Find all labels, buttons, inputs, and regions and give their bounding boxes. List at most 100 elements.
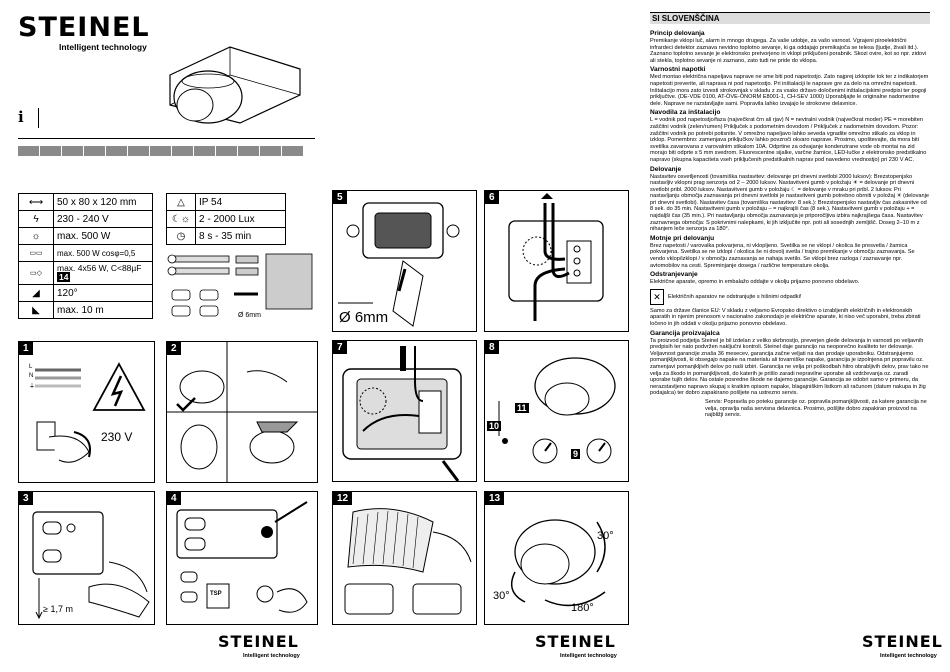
swivel-angle-image — [510, 519, 606, 607]
section-title: Motnje pri delovanju — [650, 234, 715, 242]
spec-row: ▭◇max. 4x56 W, C<88µF 14 — [18, 261, 153, 285]
step-panel-8: 8 10 11 9 — [484, 340, 629, 482]
footer-tagline-right: Intelligent technology — [880, 653, 937, 659]
footer-tagline-middle: Intelligent technology — [560, 653, 617, 659]
step-panel-4: 4 TSP — [166, 491, 318, 625]
step-number: 6 — [485, 191, 499, 204]
brand-tagline: Intelligent technology — [59, 42, 147, 52]
footer-logo-left: STEINEL — [218, 632, 299, 651]
section-body: Brez napetosti / varovalka pokvarjena, n… — [650, 242, 915, 269]
info-icon: i — [18, 108, 24, 126]
spec-row: △IP 54 — [166, 193, 286, 211]
screws-dowels-image — [167, 253, 313, 317]
section-title: Navodila za inštalacijo — [650, 109, 721, 117]
header-rule — [18, 138, 315, 139]
callout-9: 9 — [571, 449, 581, 459]
section-body: Ta proizvod podjetja Steinel je bil izde… — [650, 337, 929, 397]
sensor-product-image — [169, 46, 301, 124]
section-body: Premikanje vklopi luč, alarm in mnogo dr… — [650, 38, 927, 64]
spec-row: ▭▭max. 500 W cosφ=0,5 — [18, 244, 153, 262]
step-panel-2: 2 — [166, 341, 318, 483]
step-number: 7 — [333, 341, 347, 354]
height-label: ≥ 1,7 m — [43, 604, 73, 614]
disposal-notice: ✕ Električnih aparatov ne odstranjujte s… — [650, 288, 930, 305]
section-body: L = vodnik pod napetostjo/faza (največkr… — [650, 117, 927, 163]
spec-table-right: △IP 54 ☾☼2 - 2000 Lux ◷8 s - 35 min — [166, 193, 286, 245]
step-number: 8 — [485, 341, 499, 354]
angle-icon: ◢ — [18, 284, 54, 302]
note-badge: 14 — [57, 272, 71, 282]
spec-row: ☾☼2 - 2000 Lux — [166, 210, 286, 228]
step-panel-13: 13 30° 30° 180° — [484, 491, 629, 625]
step-panel-7: 7 — [332, 340, 477, 482]
bulb-icon: ☼ — [18, 227, 54, 245]
wiring-surface-image — [342, 346, 462, 481]
clock-icon: ◷ — [166, 227, 196, 245]
led-icon: ▭◇ — [18, 261, 54, 285]
disposal-text: Električnih aparatov ne odstranjujte s h… — [668, 293, 802, 300]
step-number: 13 — [485, 492, 505, 505]
wiring-voltage-image — [35, 362, 146, 463]
section-body: Električne aparate, opremo in embalažo o… — [650, 279, 860, 286]
tsp-label: TSP — [210, 591, 222, 597]
range-icon: ◣ — [18, 301, 54, 319]
step-panel-3: 3 ≥ 1,7 m — [18, 491, 155, 625]
section-title: Delovanje — [650, 165, 682, 173]
brand-logo: STEINEL — [18, 12, 150, 43]
wall-mount-image — [32, 511, 150, 620]
wire-label-n: N — [29, 373, 34, 379]
angle-180: 180° — [571, 602, 594, 614]
step-panel-1: 1 L N ⏚ 230 V — [18, 341, 155, 483]
step-number: 1 — [19, 342, 33, 355]
section-title: Princip delovanja — [650, 30, 705, 37]
middle-page: 5 Ø 6mm 6 7 — [330, 0, 635, 672]
moon-sun-icon: ☾☼ — [166, 210, 196, 228]
mounting-orientation-image — [167, 342, 317, 482]
settings-dials-image — [498, 357, 616, 464]
section-title: Garancija proizvajalca — [650, 329, 720, 337]
step-number: 3 — [19, 492, 33, 505]
crossed-bin-icon: ✕ — [650, 288, 664, 305]
angle-30-top: 30° — [597, 530, 614, 542]
section-body: Nastavitev osvetljenosti (tovarniška nas… — [650, 173, 929, 233]
voltage-label: 230 V — [101, 430, 133, 444]
service-text: Servis: Popravila po poteku garancije oz… — [705, 398, 927, 419]
dimensions-icon: ⟷ — [18, 193, 54, 211]
footer-logo-right: STEINEL — [862, 632, 943, 651]
fluorescent-icon: ▭▭ — [18, 244, 54, 262]
language-heading: SI SLOVENŠČINA — [650, 12, 930, 24]
section-body: Samo za države članice EU: V skladu z ve… — [650, 307, 921, 327]
step-number: 4 — [167, 492, 181, 505]
wiring-flush-image — [508, 193, 604, 321]
section-title: Odstranjevanje — [650, 271, 698, 279]
cover-stickers-image — [344, 508, 472, 615]
callout-11: 11 — [515, 403, 529, 413]
step-panel-6: 6 — [484, 190, 629, 332]
spec-row: ◷8 s - 35 min — [166, 227, 286, 245]
right-page: SI SLOVENŠČINA Princip delovanja Premika… — [650, 12, 930, 637]
footer-tagline-left: Intelligent technology — [243, 653, 300, 659]
ip-icon: △ — [166, 193, 196, 211]
step-number: 2 — [167, 342, 181, 355]
spec-row: ⟷50 x 80 x 120 mm — [18, 193, 153, 211]
drill-knockout-image — [338, 202, 460, 327]
angle-30-bottom: 30° — [493, 590, 510, 602]
drill-size-small: Ø 6mm — [238, 312, 261, 319]
drill-holes-image — [176, 501, 308, 613]
language-tabs — [18, 143, 318, 161]
step-panel-5: 5 Ø 6mm — [332, 190, 477, 332]
info-box: i — [18, 108, 39, 128]
step-panel-12: 12 — [332, 491, 477, 625]
wire-label-pe: ⏚ — [29, 384, 36, 390]
drill-size-label: Ø 6mm — [339, 309, 389, 326]
left-page: STEINEL Intelligent technology i ⟷50 x 8… — [0, 0, 318, 672]
spec-row: ◢120° — [18, 284, 153, 302]
callout-10: 10 — [487, 421, 502, 431]
footer-logo-middle: STEINEL — [535, 632, 616, 651]
step-number: 12 — [333, 492, 353, 505]
spec-row: ☼max. 500 W — [18, 227, 153, 245]
wire-label-l: L — [29, 364, 33, 370]
step-number: 5 — [333, 191, 347, 204]
